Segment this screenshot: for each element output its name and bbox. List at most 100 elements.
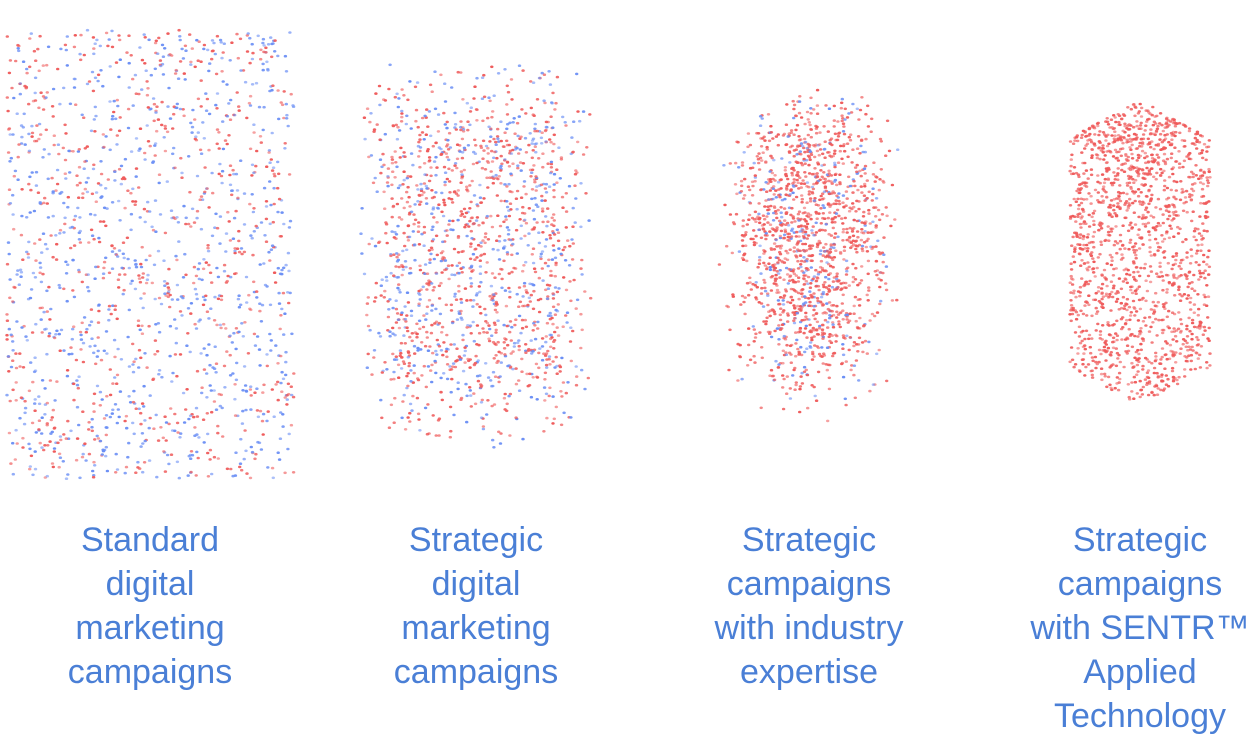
dot	[1086, 363, 1091, 366]
dot	[256, 34, 260, 38]
dot	[94, 200, 99, 203]
dot	[52, 134, 56, 137]
dot	[169, 407, 173, 410]
dot	[399, 341, 404, 345]
dot	[533, 129, 537, 133]
dot	[776, 133, 780, 136]
dot	[827, 179, 831, 183]
dot	[529, 106, 533, 110]
dot	[564, 124, 568, 127]
dot	[1205, 176, 1209, 179]
dot	[559, 156, 564, 159]
dot	[484, 144, 489, 148]
dot	[29, 188, 33, 192]
dot	[450, 264, 454, 267]
dot	[773, 263, 777, 266]
dot	[98, 220, 103, 223]
dot	[195, 38, 199, 42]
dot	[568, 280, 572, 283]
dot	[106, 44, 110, 48]
dot	[546, 120, 550, 124]
dot	[219, 174, 224, 178]
dot	[727, 368, 731, 372]
dot	[779, 211, 783, 214]
dot	[854, 359, 859, 362]
dot	[13, 458, 17, 461]
dot	[831, 226, 835, 230]
dot	[490, 149, 494, 153]
dot	[552, 249, 556, 252]
dot	[505, 200, 509, 203]
dot	[819, 222, 823, 225]
dot	[1196, 293, 1200, 296]
dot	[43, 444, 47, 447]
dot	[779, 307, 783, 311]
dot	[827, 335, 831, 339]
dot	[754, 217, 759, 220]
dot	[1187, 129, 1192, 133]
dot	[53, 399, 57, 402]
dot	[821, 216, 825, 220]
dot	[490, 176, 494, 179]
dot	[796, 259, 800, 263]
dot	[78, 216, 82, 219]
dot	[239, 437, 243, 441]
dot	[759, 292, 764, 295]
dot	[806, 406, 810, 410]
dot	[775, 284, 779, 287]
dot	[219, 393, 223, 397]
dot	[387, 426, 392, 430]
dot	[508, 190, 512, 193]
dot	[1126, 106, 1130, 109]
dot	[1147, 380, 1152, 383]
dot	[781, 296, 786, 300]
dot	[755, 285, 759, 289]
dot	[70, 337, 75, 341]
dot	[1125, 281, 1129, 285]
dot	[257, 348, 262, 351]
dot	[1113, 386, 1117, 390]
dot	[1105, 117, 1109, 120]
dot	[122, 288, 126, 292]
dot	[445, 126, 449, 130]
dot	[175, 258, 179, 262]
dot	[802, 236, 806, 239]
dot	[200, 386, 204, 390]
dot	[408, 335, 412, 339]
dot	[92, 402, 96, 405]
dot	[544, 335, 548, 338]
dot	[780, 198, 785, 202]
dot	[857, 304, 862, 307]
dot	[861, 215, 866, 218]
dot	[400, 109, 404, 113]
dot	[379, 171, 383, 175]
dot	[57, 452, 62, 456]
dot	[853, 184, 857, 188]
dot	[508, 202, 513, 205]
dot	[450, 201, 455, 204]
dot	[258, 309, 262, 313]
dot	[1145, 371, 1150, 375]
dot	[1083, 374, 1087, 377]
dot	[195, 415, 200, 418]
dot	[216, 431, 220, 435]
dot	[145, 366, 149, 369]
dot	[564, 192, 568, 195]
dot	[1090, 314, 1094, 318]
dot	[118, 219, 122, 222]
dot	[800, 197, 804, 201]
dot	[392, 236, 396, 239]
dot	[159, 64, 163, 68]
dot	[11, 359, 15, 363]
dot	[723, 203, 727, 207]
dot	[512, 266, 516, 270]
dot	[227, 220, 231, 223]
dot	[7, 252, 11, 256]
dot	[583, 387, 587, 391]
dot	[183, 252, 187, 256]
dot	[550, 316, 554, 320]
dot	[798, 176, 802, 179]
dot	[815, 149, 820, 153]
dot	[548, 234, 552, 237]
dot	[366, 352, 370, 356]
